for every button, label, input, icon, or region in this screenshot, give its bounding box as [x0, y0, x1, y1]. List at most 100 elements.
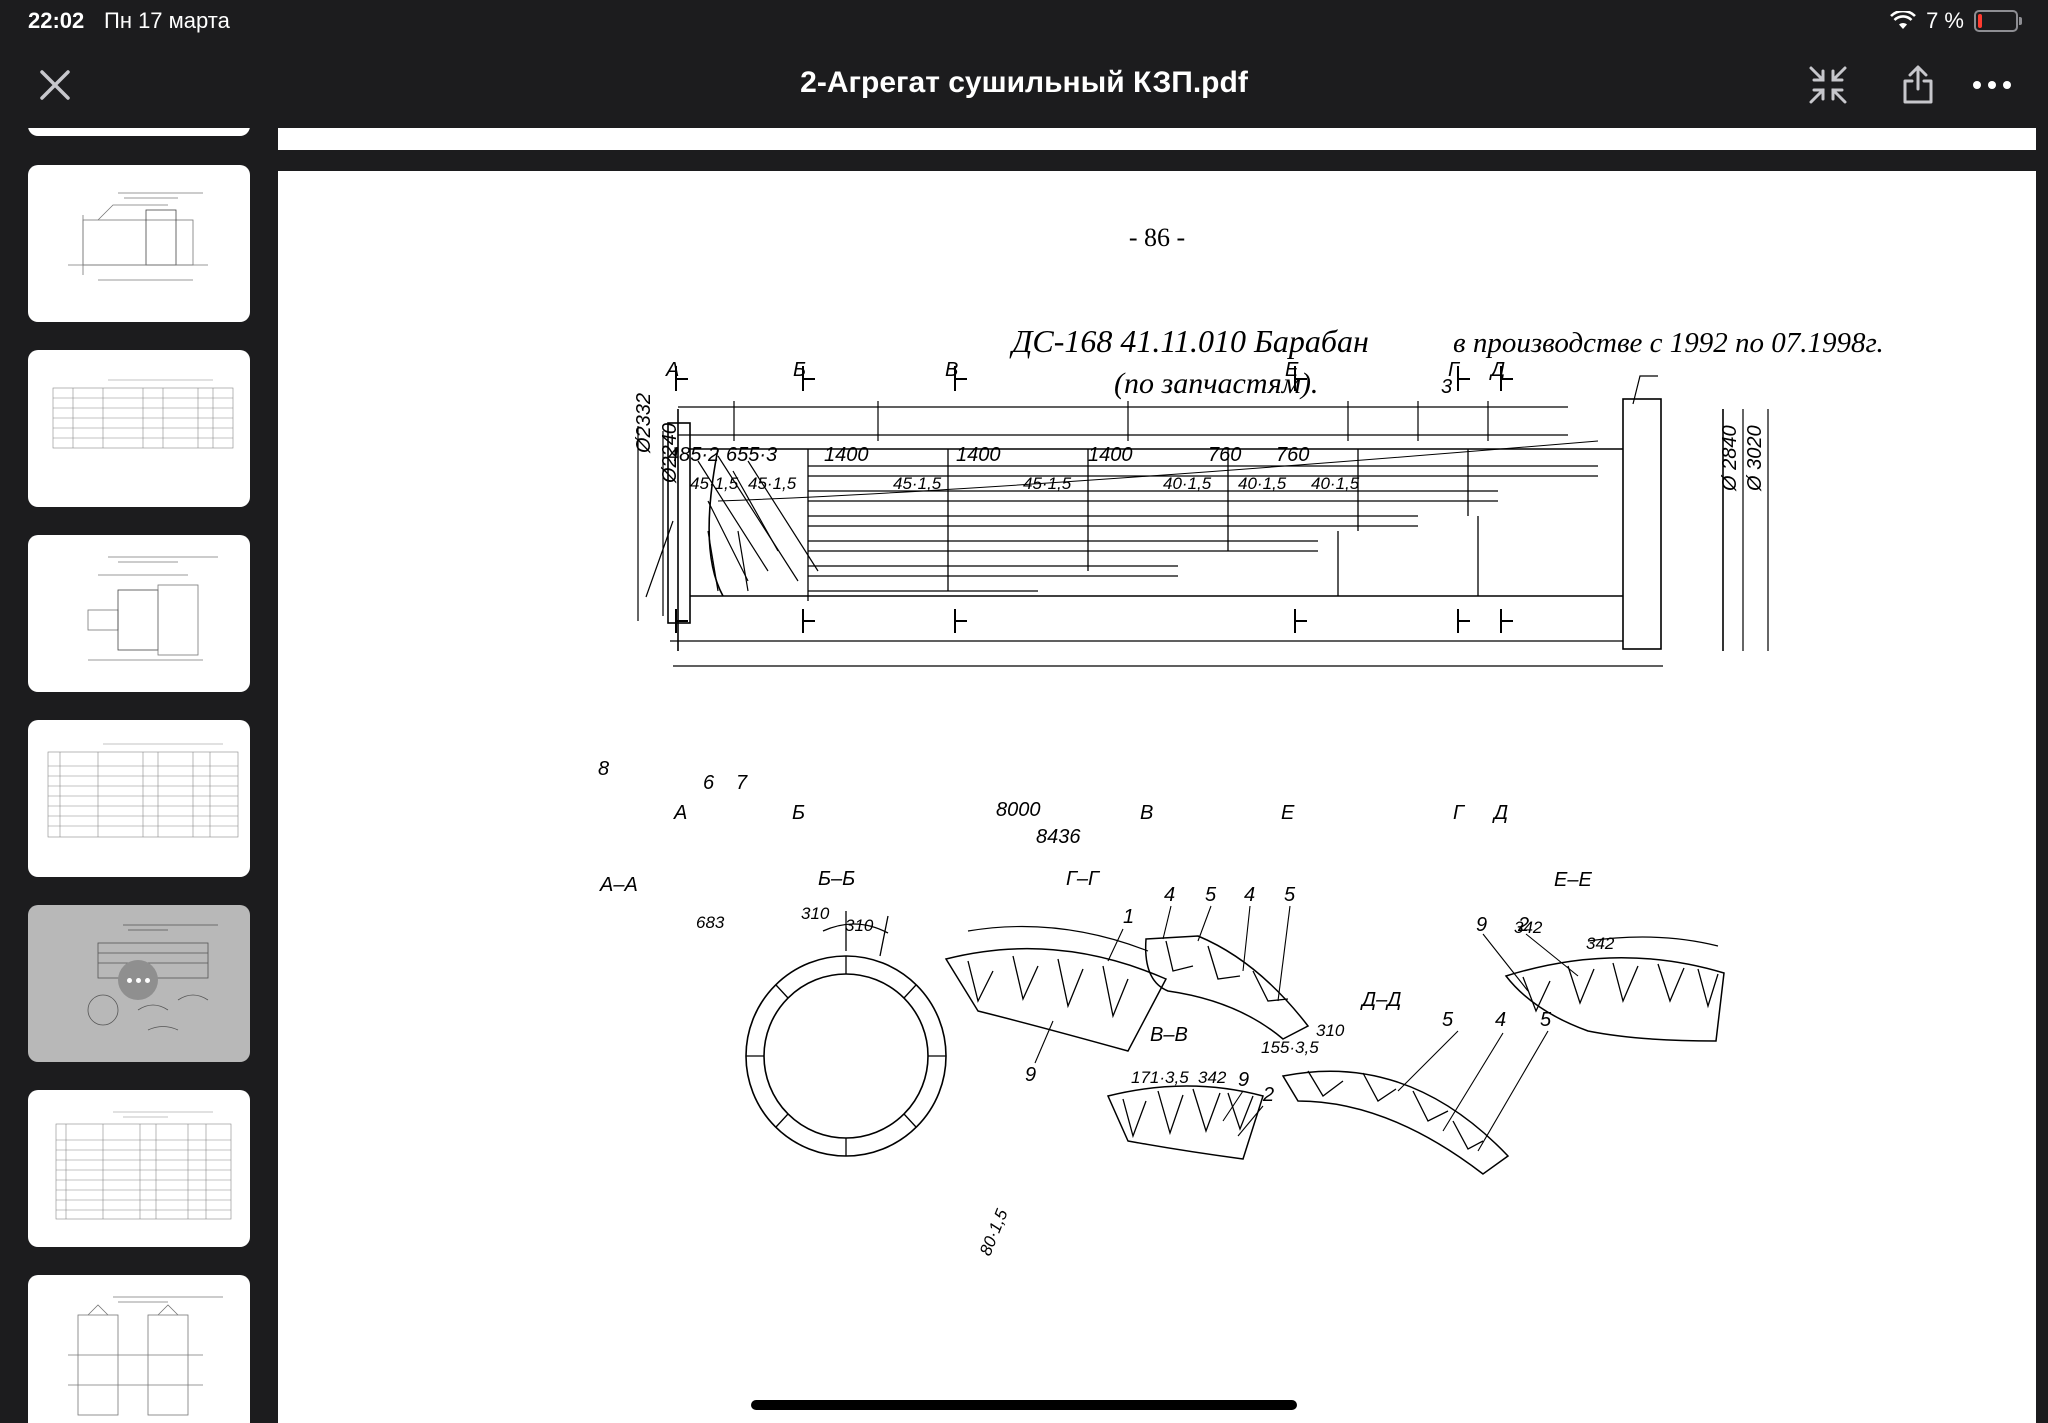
- page-thumbnail[interactable]: [28, 128, 250, 136]
- dimension-label: 760: [1208, 444, 1241, 466]
- drawing-title: ДС-168 41.11.010 Барабан: [1012, 323, 1369, 359]
- callout-label: 3: [1441, 376, 1452, 398]
- length-label: 8000: [996, 799, 1041, 821]
- dimension-label: 80·1,5: [976, 1206, 1012, 1258]
- section-mark: Д: [1492, 802, 1508, 824]
- callout-label: 9: [1476, 914, 1487, 936]
- page-thumbnail[interactable]: [28, 165, 250, 322]
- battery-icon: [1974, 10, 2022, 32]
- section-label: А–А: [599, 874, 638, 896]
- callout-label: 8: [598, 758, 609, 780]
- callout-label: 9: [1025, 1064, 1036, 1086]
- dimension-label: 155·3,5: [1261, 1038, 1319, 1057]
- callout-label: 4: [1244, 884, 1255, 906]
- pitch-label: 45·1,5: [690, 474, 739, 493]
- production-period: в производстве с 1992 по 07.1998г.: [1453, 327, 1884, 359]
- diameter-label: Ø 3020: [1744, 425, 1766, 492]
- more-button[interactable]: [1967, 60, 2017, 110]
- callout-label: 5: [1284, 884, 1296, 906]
- page-thumbnail[interactable]: [28, 1090, 250, 1247]
- status-bar: 22:02 Пн 17 марта 7 %: [0, 0, 2048, 42]
- pitch-label: 40·1,5: [1311, 474, 1360, 493]
- callout-label: 5: [1442, 1009, 1454, 1031]
- document-title: 2-Агрегат сушильный КЗП.pdf: [800, 66, 1248, 99]
- section-mark: А: [665, 359, 679, 381]
- close-button[interactable]: [30, 60, 80, 110]
- length-label: 8436: [1036, 826, 1081, 848]
- section-label: В–В: [1150, 1024, 1188, 1046]
- dimension-label: 310: [801, 904, 830, 923]
- wifi-icon: [1890, 11, 1916, 29]
- section-mark: В: [945, 359, 958, 381]
- share-icon: [1903, 65, 1933, 104]
- dimension-label: 342: [1586, 934, 1615, 953]
- section-label: Г–Г: [1066, 868, 1101, 890]
- thumbnail-sidebar[interactable]: [0, 128, 278, 1423]
- nav-bar: 2-Агрегат сушильный КЗП.pdf: [0, 42, 2048, 128]
- callout-label: 6: [703, 772, 715, 794]
- dimension-label: 760: [1276, 444, 1309, 466]
- pitch-label: 45·1,5: [748, 474, 797, 493]
- pdf-page[interactable]: - 86 - ДС-168 41.11.010 Барабан в произв…: [278, 171, 2036, 1423]
- dimension-label: 310: [845, 916, 874, 935]
- section-mark: Г: [1448, 359, 1461, 381]
- page-thumbnail[interactable]: [28, 720, 250, 877]
- section-mark: Б: [792, 802, 805, 824]
- close-icon: [40, 70, 70, 100]
- status-time: 22:02: [28, 8, 85, 33]
- share-button[interactable]: [1893, 60, 1943, 110]
- home-indicator[interactable]: [751, 1400, 1297, 1410]
- section-mark: Б: [793, 359, 806, 381]
- section-mark: А: [673, 802, 687, 824]
- diameter-label: Ø2240: [659, 423, 681, 484]
- section-label: Д–Д: [1360, 989, 1401, 1011]
- dimension-label: 655·3: [726, 444, 777, 466]
- dimension-label: 342: [1198, 1068, 1227, 1087]
- section-mark: Е: [1281, 802, 1295, 824]
- status-right: 7 %: [1890, 8, 2022, 34]
- dimension-label: 1400: [1088, 444, 1133, 466]
- page-number: - 86 -: [1128, 223, 1186, 252]
- dimension-label: 1400: [956, 444, 1001, 466]
- technical-drawing: Ø2332 Ø2240 Ø 2840 Ø 3020 А Б В Е Г Д А …: [598, 359, 1769, 1258]
- callout-label: 2: [1517, 914, 1529, 936]
- dimension-label: 171·3,5: [1131, 1068, 1189, 1087]
- status-date: Пн 17 марта: [104, 8, 230, 33]
- callout-label: 4: [1495, 1009, 1506, 1031]
- collapse-icon: [1809, 66, 1847, 104]
- dimension-label: 342: [1514, 918, 1543, 937]
- section-label: Е–Е: [1554, 869, 1592, 891]
- callout-label: 7: [736, 772, 748, 794]
- callout-label: 9: [1238, 1069, 1249, 1091]
- page-thumbnail[interactable]: [28, 350, 250, 507]
- page-thumbnail[interactable]: [28, 1275, 250, 1423]
- thumbnail-more-button[interactable]: [118, 960, 158, 1000]
- callout-label: 2: [1262, 1084, 1274, 1106]
- previous-page: [278, 128, 2036, 150]
- callout-label: 1: [1123, 906, 1134, 928]
- pitch-label: 45·1,5: [1023, 474, 1072, 493]
- pitch-label: 40·1,5: [1163, 474, 1212, 493]
- callout-label: 4: [1164, 884, 1175, 906]
- more-icon: [1973, 81, 2011, 89]
- pitch-label: 40·1,5: [1238, 474, 1287, 493]
- section-mark: Г: [1453, 802, 1466, 824]
- dimension-label: 1400: [824, 444, 869, 466]
- section-mark: Д: [1489, 359, 1505, 381]
- section-label: Б–Б: [818, 868, 855, 890]
- page-thumbnail[interactable]: [28, 535, 250, 692]
- section-mark: В: [1140, 802, 1153, 824]
- callout-label: 5: [1540, 1009, 1552, 1031]
- dimension-label: 310: [1316, 1021, 1345, 1040]
- drawing-subtitle: (по запчастям).: [1114, 367, 1319, 400]
- diameter-label: Ø2332: [633, 393, 655, 454]
- collapse-button[interactable]: [1803, 60, 1853, 110]
- diameter-label: Ø 2840: [1719, 425, 1741, 492]
- callout-label: 5: [1205, 884, 1217, 906]
- pitch-label: 45·1,5: [893, 474, 942, 493]
- battery-percent: 7 %: [1926, 8, 1964, 33]
- page-thumbnail-selected[interactable]: [28, 905, 250, 1062]
- dimension-label: 485·2: [668, 444, 719, 466]
- dimension-label: 683: [696, 913, 725, 932]
- section-mark: Е: [1285, 359, 1299, 381]
